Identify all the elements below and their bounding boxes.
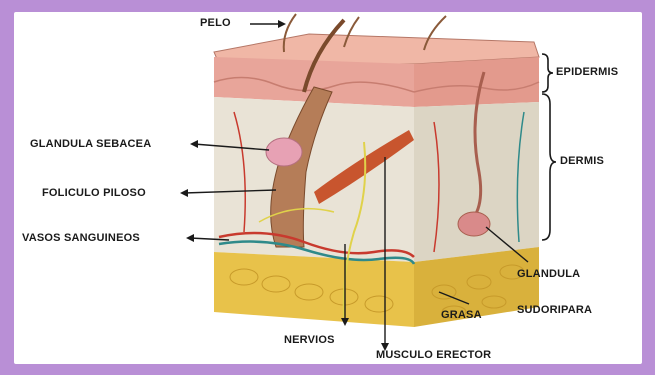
- label-epidermis: EPIDERMIS: [556, 66, 618, 78]
- label-nervios: NERVIOS: [284, 334, 335, 346]
- label-glandula-sudoripara-line1: GLANDULA: [517, 268, 580, 280]
- sebaceous-gland: [266, 138, 302, 166]
- label-musculo-erector: MUSCULO ERECTOR: [376, 349, 491, 361]
- label-dermis: DERMIS: [560, 155, 604, 167]
- label-glandula-sebacea: GLANDULA SEBACEA: [30, 138, 151, 150]
- dermis-brace: [542, 94, 556, 240]
- label-foliculo-piloso: FOLICULO PILOSO: [42, 187, 146, 199]
- label-glandula-sudoripara-line2: SUDORIPARA: [517, 304, 592, 316]
- label-grasa: GRASA: [441, 309, 482, 321]
- diagram-panel: PELO EPIDERMIS DERMIS GLANDULA SEBACEA F…: [14, 12, 642, 364]
- label-vasos-sanguineos: VASOS SANGUINEOS: [22, 232, 140, 244]
- epidermis-brace: [542, 54, 553, 92]
- sweat-gland: [458, 212, 490, 236]
- fat-layer: [214, 252, 414, 327]
- label-pelo: PELO: [200, 17, 231, 29]
